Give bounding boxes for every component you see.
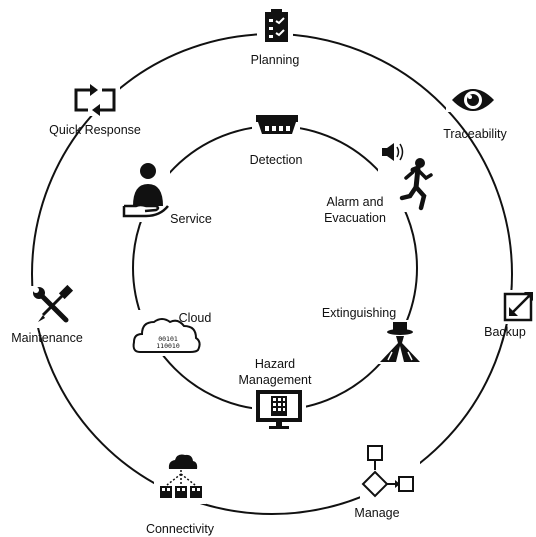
flowchart-icon — [360, 442, 420, 500]
cloud-binary-line1: 00101 — [158, 335, 178, 343]
label-cloud: Cloud — [179, 311, 212, 325]
monitor-panel-icon — [252, 388, 306, 430]
resize-arrow-icon — [500, 290, 536, 324]
label-extinguishing: Extinguishing — [322, 306, 396, 320]
label-alarm-line2: Evacuation — [324, 211, 386, 225]
cloud-data-icon: 00101 110010 — [130, 310, 206, 356]
eye-icon — [446, 84, 496, 112]
label-maintenance: Maintenance — [11, 331, 83, 345]
running-person-speaker-icon — [378, 142, 434, 212]
label-backup: Backup — [484, 325, 526, 339]
label-connectivity: Connectivity — [146, 522, 215, 536]
cloud-network-icon — [154, 450, 206, 504]
cloud-binary-line2: 110010 — [156, 342, 180, 350]
clipboard-checklist-icon — [257, 9, 293, 50]
label-planning: Planning — [251, 53, 300, 67]
hand-person-icon — [120, 160, 170, 222]
label-hazard-line1: Hazard — [255, 357, 295, 371]
label-manage: Manage — [354, 506, 399, 520]
label-service: Service — [170, 212, 212, 226]
smoke-detector-icon — [252, 112, 300, 138]
wrench-screwdriver-icon — [30, 284, 74, 328]
label-alarm-line1: Alarm and — [327, 195, 384, 209]
label-hazard-line2: Management — [239, 373, 312, 387]
sprinkler-icon — [378, 320, 424, 364]
label-traceability: Traceability — [443, 127, 507, 141]
label-detection: Detection — [250, 153, 303, 167]
refresh-loop-icon — [70, 82, 120, 116]
label-quick-response: Quick Response — [49, 123, 141, 137]
